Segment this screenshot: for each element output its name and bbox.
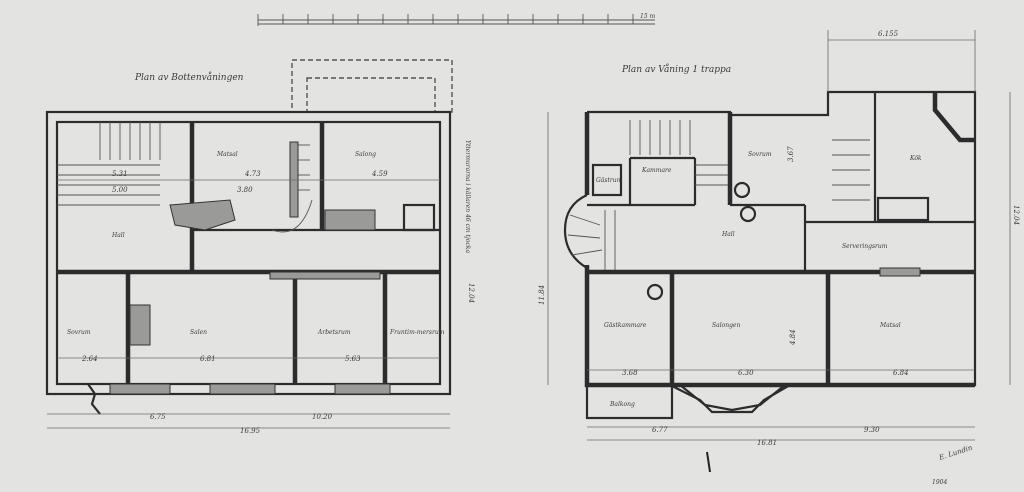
staircase: [567, 120, 870, 270]
dim-label: 4.59: [371, 170, 388, 178]
room-label-arbetsrum: Arbetsrum: [317, 329, 351, 336]
dim-label: 9.30: [864, 426, 880, 434]
dim-label: 6.84: [893, 369, 909, 377]
ground-floor-title: Plan av Bottenvåningen: [134, 71, 244, 83]
ground-floor-plan: Plan av Bottenvåningen: [45, 59, 475, 435]
scale-bar: 15 m: [257, 13, 656, 26]
dim-label: 3.80: [237, 186, 253, 194]
room-label-kammare: Kammare: [641, 167, 672, 174]
dim-label: 4.84: [789, 329, 797, 346]
dim-label: 4.73: [244, 170, 261, 178]
dim-label-depth-right: 12.04: [1012, 205, 1020, 225]
year: 1904: [932, 479, 947, 486]
dim-label: 5.31: [112, 170, 128, 178]
dim-label-depth: 11.84: [538, 285, 546, 305]
upper-floor-plan: Plan av Våning 1 trappa: [538, 30, 1020, 447]
dim-label: 6.75: [150, 413, 166, 421]
wall-note: Yttermurarna i källaren 46 cm tjocka: [464, 140, 471, 253]
dim-label-depth: 12.04: [467, 283, 475, 303]
room-label-balkong: Balkong: [609, 401, 635, 408]
staircase: [57, 122, 313, 233]
room-label-fruntimmersrum: Fruntim-mersrum: [389, 329, 445, 336]
room-label-hall: Hall: [111, 232, 125, 239]
room-label-sovrum: Sovrum: [67, 329, 91, 336]
room-label-gastkammare: Gästkammare: [604, 322, 647, 329]
dim-label-total-width: 16.81: [757, 439, 777, 447]
dim-label-top: 6.155: [878, 30, 899, 38]
scale-bar-label: 15 m: [640, 13, 656, 20]
dim-label-total-width: 16.95: [240, 427, 261, 435]
fireplace: [169, 199, 236, 231]
dim-label: 6.77: [652, 426, 668, 434]
balcony: [585, 383, 674, 420]
room-label-matsal: Matsal: [216, 151, 238, 158]
room-label-salen: Salen: [190, 329, 207, 336]
dim-label: 6.30: [738, 369, 754, 377]
dim-label: 5.00: [112, 186, 128, 194]
dim-label: 10.20: [312, 413, 333, 421]
outer-wall: [45, 110, 452, 396]
dim-label: 2.64: [81, 355, 98, 363]
upper-floor-title: Plan av Våning 1 trappa: [621, 63, 731, 75]
room-label-salong: Salongen: [712, 322, 740, 329]
dim-label: 3.68: [622, 369, 638, 377]
room-label-gastrum: Gästrum: [596, 177, 623, 184]
terrace-outline: [291, 59, 453, 113]
room-label-serveringsrum: Serveringsrum: [842, 243, 888, 250]
room-label-hall: Hall: [721, 231, 735, 238]
room-label-matsal: Matsal: [879, 322, 901, 329]
room-label-salong: Salong: [355, 151, 376, 158]
signature: E. Lundin: [937, 443, 974, 462]
dim-label: 5.63: [345, 355, 361, 363]
dim-label: 3.67: [787, 146, 795, 162]
dim-label: 6.81: [200, 355, 216, 363]
room-label-kok: Kök: [909, 155, 922, 162]
room-label-sovrum: Sovrum: [748, 151, 772, 158]
